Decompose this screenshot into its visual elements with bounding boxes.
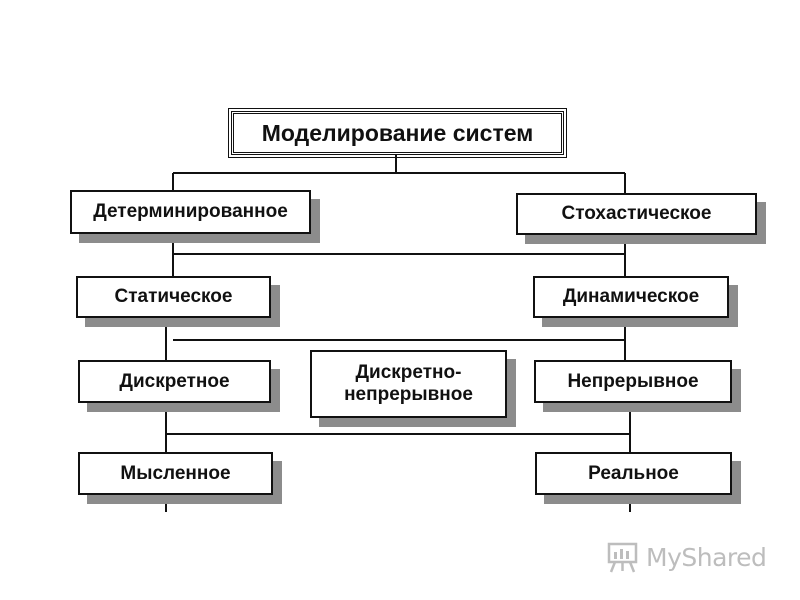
node-label: Моделирование систем (261, 119, 534, 146)
node-label: Динамическое (562, 286, 700, 308)
node-label: Дискретно- непрерывное (344, 362, 473, 405)
node-label: Стохастическое (561, 203, 712, 225)
node-label: Дискретное (119, 370, 230, 392)
node-label: Мысленное (120, 462, 231, 484)
presentation-board-icon (607, 542, 638, 573)
node-label: Статическое (114, 286, 233, 308)
node-stochastic: Стохастическое (516, 193, 757, 235)
node-dynamic: Динамическое (533, 276, 729, 318)
node-label: Реальное (588, 462, 679, 484)
node-mental: Мысленное (78, 452, 273, 495)
node-label: Детерминированное (93, 201, 288, 223)
node-real: Реальное (535, 452, 732, 495)
node-discrete-continuous: Дискретно- непрерывное (310, 350, 507, 418)
watermark-logo: MyShared (606, 540, 776, 574)
node-continuous: Непрерывное (534, 360, 732, 403)
node-static: Статическое (76, 276, 271, 318)
node-discrete: Дискретное (78, 360, 271, 403)
node-label: Непрерывное (567, 370, 699, 392)
node-root: Моделирование систем (228, 108, 567, 158)
watermark-text: MyShared (646, 542, 767, 572)
node-deterministic: Детерминированное (70, 190, 311, 234)
